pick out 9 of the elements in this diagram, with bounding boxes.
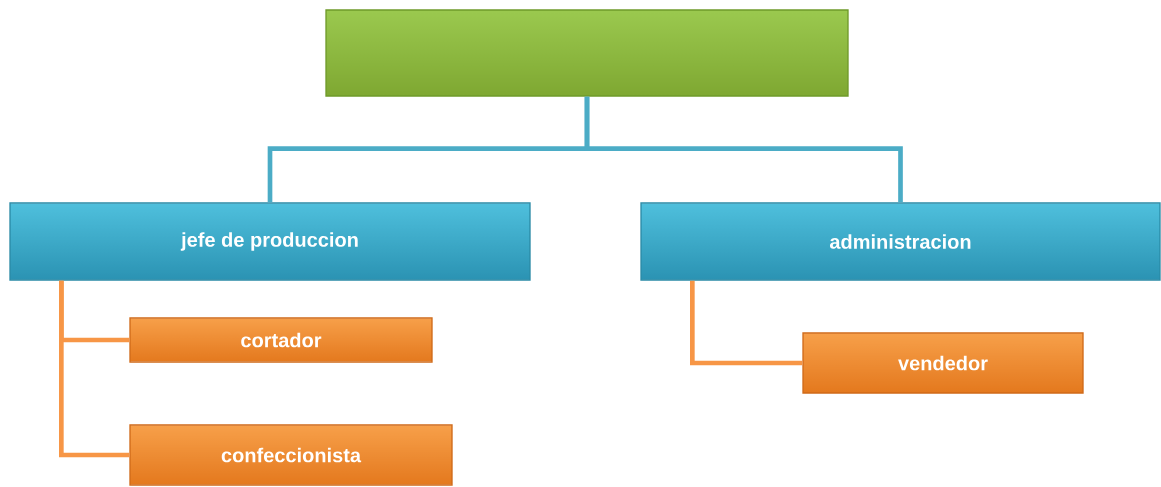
connector-line xyxy=(59,280,130,458)
role-box: vendedor xyxy=(802,332,1084,394)
connector-line xyxy=(584,96,903,203)
role-box: confeccionista xyxy=(129,424,453,486)
connector-line xyxy=(690,280,803,366)
title-box xyxy=(325,9,849,97)
role-box: administracion xyxy=(640,202,1161,281)
role-box: jefe de produccion xyxy=(9,202,531,281)
role-box: cortador xyxy=(129,317,433,363)
